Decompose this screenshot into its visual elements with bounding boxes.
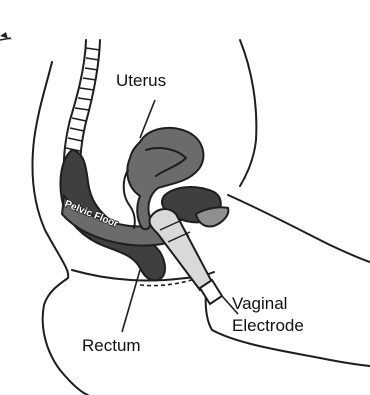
label-vaginal: Vaginal	[232, 294, 287, 313]
arrow-right-icon	[0, 32, 13, 40]
label-rectum: Rectum	[82, 336, 141, 355]
body-outline-front	[240, 40, 256, 186]
abdomen-line	[228, 195, 370, 262]
label-electrode: Electrode	[232, 316, 304, 335]
label-uterus: Uterus	[116, 71, 166, 90]
